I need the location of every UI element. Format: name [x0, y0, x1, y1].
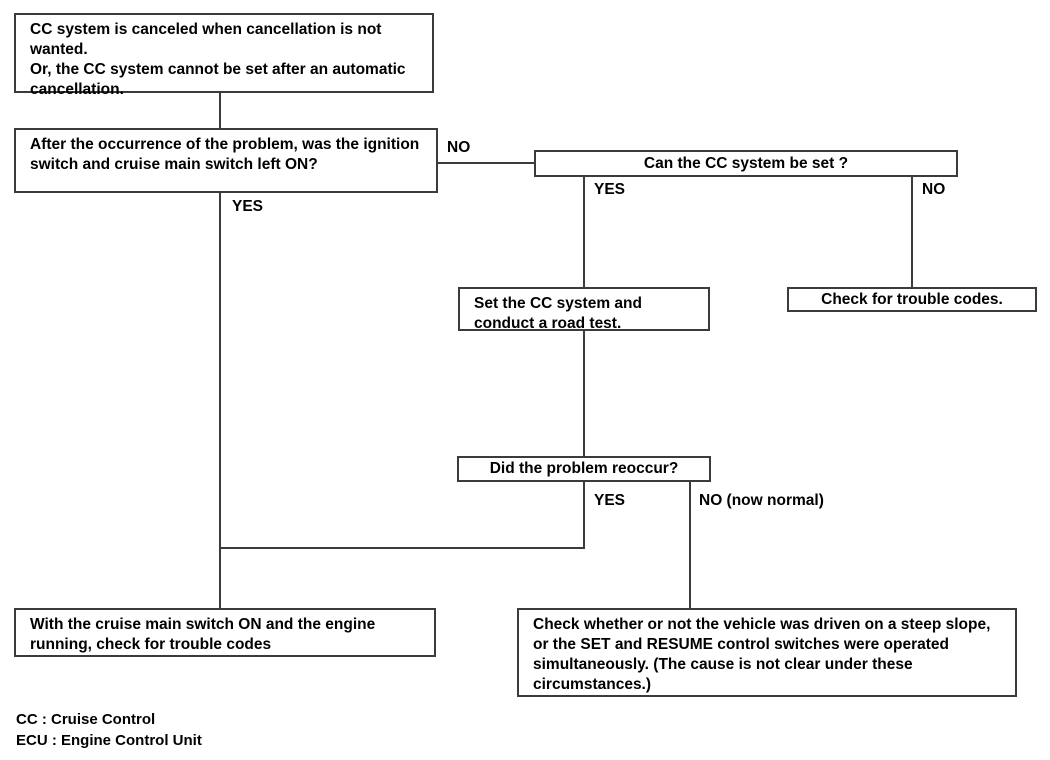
connector-can-set-yes	[583, 177, 585, 288]
box-symptom: CC system is canceled when cancellation …	[14, 13, 434, 98]
connector-can-set-no	[911, 177, 913, 288]
label-reoccur-yes: YES	[594, 492, 626, 509]
box-set-and-road-test: Set the CC system and conduct a road tes…	[458, 287, 710, 332]
connector-reoccur-yes-to-spine	[219, 547, 585, 549]
box-check-trouble-codes: Check for trouble codes.	[787, 287, 1037, 312]
box-steep-slope-note: Check whether or not the vehicle was dri…	[517, 608, 1017, 697]
label-switch-yes: YES	[232, 198, 264, 215]
connector-switch-yes-spine	[219, 193, 221, 609]
connector-reoccur-yes-down	[583, 482, 585, 549]
legend-abbreviations: CC : Cruise Control ECU : Engine Control…	[16, 711, 202, 749]
connector-symptom-to-switch	[219, 93, 221, 129]
label-can-set-yes: YES	[594, 181, 626, 198]
box-switch-question: After the occurrence of the problem, was…	[14, 128, 438, 193]
connector-road-test-to-reoccur	[583, 330, 585, 457]
connector-reoccur-no-down	[689, 482, 691, 609]
connector-switch-no-to-can-set	[438, 162, 536, 164]
box-reoccur-question: Did the problem reoccur?	[457, 456, 711, 482]
label-can-set-no: NO	[922, 181, 946, 198]
box-cruise-main-switch-on: With the cruise main switch ON and the e…	[14, 608, 436, 657]
box-can-set-question: Can the CC system be set ?	[534, 150, 958, 177]
label-switch-no: NO	[447, 139, 471, 156]
label-reoccur-no: NO (now normal)	[699, 492, 824, 509]
